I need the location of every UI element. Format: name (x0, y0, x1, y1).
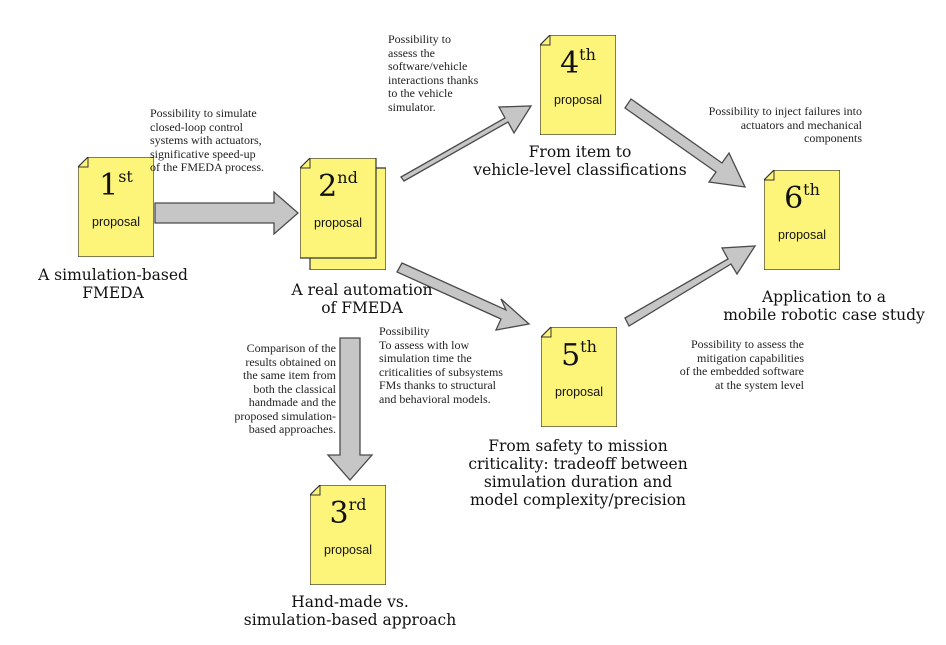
proposal-1-document: 1st proposal (78, 157, 154, 257)
document-fold (541, 327, 552, 338)
proposal-3-title: Hand-made vs.simulation-based approach (243, 593, 457, 629)
document-fold (300, 158, 311, 169)
proposal-3-document: 3rd proposal (310, 485, 386, 585)
proposal-5-label: proposal (555, 385, 603, 399)
document-shape (764, 170, 840, 270)
document-shape (300, 158, 377, 259)
proposal-6-number: 6th (784, 180, 820, 216)
proposal-4-label: proposal (554, 93, 602, 107)
document-shape (540, 35, 616, 135)
document-fold (78, 157, 89, 168)
document-shape (310, 485, 386, 585)
proposal-1-number: 1st (99, 167, 133, 203)
document-shape (78, 157, 154, 257)
proposal-1-label: proposal (92, 215, 140, 229)
document-shape (541, 327, 617, 427)
proposal-2-label: proposal (314, 216, 362, 230)
proposal-6-document: 6th proposal (764, 170, 840, 270)
document-fold (764, 170, 775, 181)
proposal-4-number: 4th (560, 45, 596, 81)
proposal-5-document: 5th proposal (541, 327, 617, 427)
arrow-2-to-3 (326, 337, 374, 481)
proposal-3-number: 3rd (329, 495, 367, 531)
proposal-2-number: 2nd (318, 168, 358, 204)
document-fold (310, 485, 321, 496)
proposal-4-document: 4th proposal (540, 35, 616, 135)
proposal-5-number: 5th (561, 337, 597, 373)
document-fold (540, 35, 551, 46)
proposal-3-label: proposal (324, 543, 372, 557)
arrow-1-to-2 (154, 190, 299, 236)
arrow-2-to-5 (396, 262, 531, 331)
arrow-4-to-6 (624, 98, 747, 188)
proposal-2-document: 2nd proposal (300, 158, 386, 270)
proposal-6-label: proposal (778, 228, 826, 242)
arrow-5-to-6 (624, 245, 757, 327)
arrow-2-to-4 (400, 105, 533, 182)
